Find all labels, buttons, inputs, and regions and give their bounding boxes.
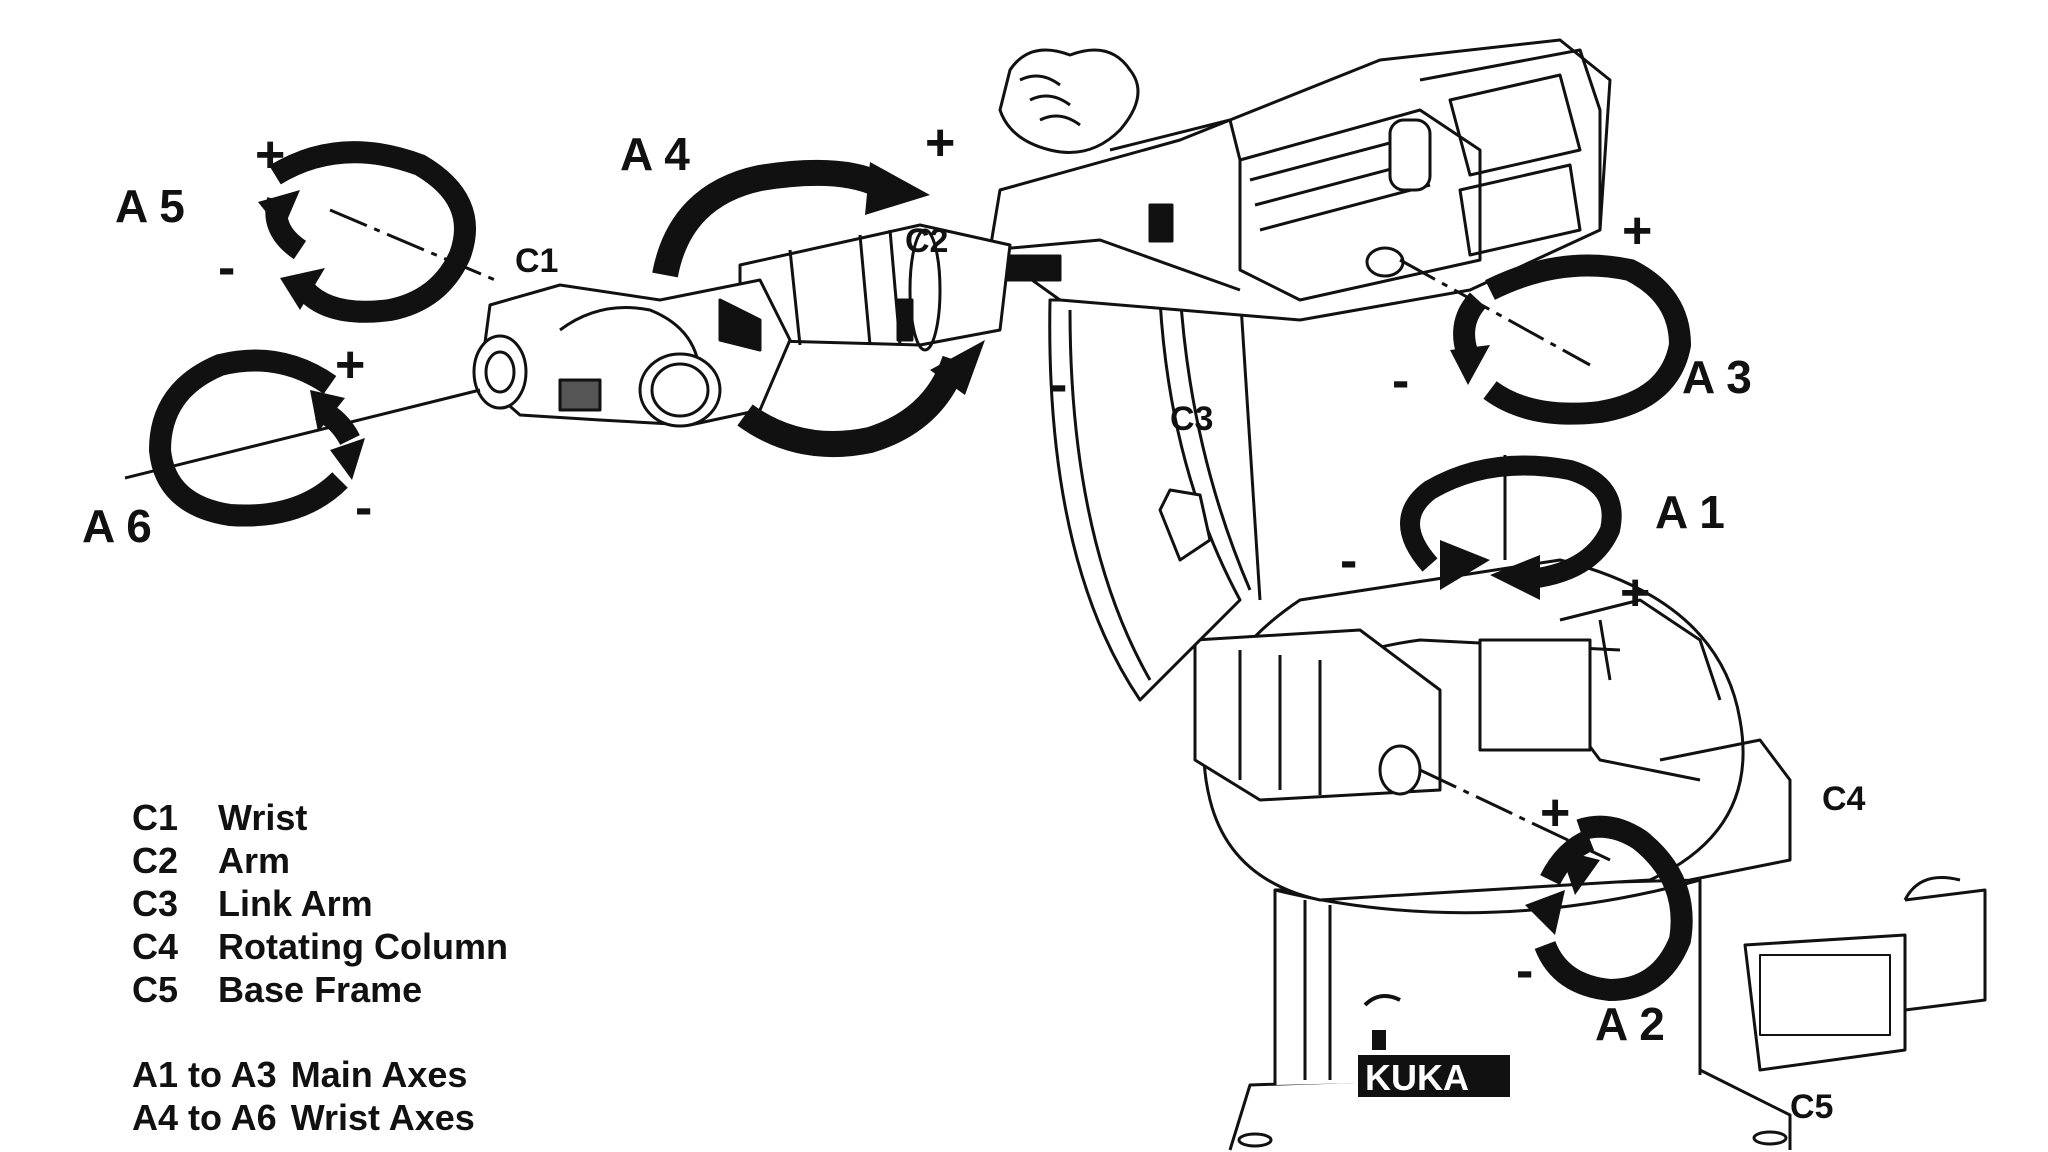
axis-a3-plus: + (1622, 202, 1652, 260)
legend-spacer (132, 1011, 508, 1053)
legend-row-c3: C3 Link Arm (132, 882, 508, 925)
a5-rotation-arrow (258, 141, 476, 323)
legend-name: Arm (218, 840, 291, 881)
legend-code: C1 (132, 797, 179, 838)
legend-axis-group-name: Main Axes (290, 1054, 468, 1095)
axis-a3-label: A 3 (1682, 351, 1752, 403)
axis-a5-minus: - (218, 239, 235, 297)
axis-a5-label: A 5 (115, 180, 185, 232)
legend-wrist-axes: A4 to A6 Wrist Axes (132, 1096, 508, 1139)
a6-rotation-arrow (148, 349, 365, 527)
legend-main-axes: A1 to A3 Main Axes (132, 1053, 508, 1096)
legend-code: C5 (132, 969, 179, 1010)
axis-a3-minus: - (1392, 352, 1409, 410)
component-c4-label: C4 (1822, 780, 1866, 818)
a2-rotation-arrow (1525, 815, 1693, 1002)
robot-body (472, 38, 1987, 1151)
legend: C1 Wrist C2 Arm C3 Link Arm C4 Rotating … (132, 796, 508, 1139)
a4-lower-rotation-arrow (737, 340, 985, 458)
axis-a4-label: A 4 (620, 128, 690, 180)
axis-a4-plus: + (925, 114, 955, 172)
axis-a6-minus: - (355, 479, 372, 537)
axis-a5-plus: + (255, 126, 285, 184)
axis-a1-label: A 1 (1655, 486, 1725, 538)
legend-row-c5: C5 Base Frame (132, 968, 508, 1011)
kuka-logo-text: KUKA (1365, 1057, 1469, 1098)
legend-name: Link Arm (218, 883, 373, 924)
legend-name: Base Frame (218, 969, 423, 1010)
arm-housing-drawing (988, 38, 1612, 322)
axis-a2-label: A 2 (1595, 998, 1665, 1050)
kuka-logo: KUKA (1358, 994, 1510, 1098)
rotating-column-drawing (1193, 558, 1792, 902)
link-arm-drawing (1048, 289, 1262, 702)
legend-name: Wrist (218, 797, 308, 838)
component-c2-label: C2 (905, 222, 948, 260)
component-labels: C1 C2 C3 C4 C5 (515, 222, 1866, 1126)
legend-code: C4 (132, 926, 179, 967)
axis-a1-plus: + (1620, 564, 1650, 622)
axis-a2-plus: + (1540, 784, 1570, 842)
component-c3-label: C3 (1170, 400, 1213, 438)
legend-axis-group-name: Wrist Axes (290, 1097, 475, 1138)
legend-row-c2: C2 Arm (132, 839, 508, 882)
legend-axis-range: A1 to A3 (132, 1054, 277, 1095)
axis-a1-minus: - (1340, 532, 1357, 590)
legend-code: C2 (132, 840, 179, 881)
axis-labels: A 5 + - A 6 + - A 4 + - A 3 + - A 1 + - … (82, 114, 1752, 1050)
rotation-arrows (148, 141, 1693, 1002)
a4-upper-rotation-arrow (652, 159, 930, 278)
component-c5-label: C5 (1790, 1088, 1833, 1126)
component-c1-label: C1 (515, 242, 558, 280)
a1-rotation-arrow (1400, 455, 1622, 600)
legend-axis-range: A4 to A6 (132, 1097, 277, 1138)
legend-row-c1: C1 Wrist (132, 796, 508, 839)
axis-a6-plus: + (335, 336, 365, 394)
axis-a4-minus: - (1050, 356, 1067, 414)
legend-row-c4: C4 Rotating Column (132, 925, 508, 968)
axis-a2-minus: - (1516, 942, 1533, 1000)
legend-name: Rotating Column (218, 926, 508, 967)
legend-code: C3 (132, 883, 179, 924)
wrist-drawing (472, 278, 792, 428)
a3-rotation-arrow (1450, 254, 1692, 425)
axis-a6-label: A 6 (82, 500, 152, 552)
